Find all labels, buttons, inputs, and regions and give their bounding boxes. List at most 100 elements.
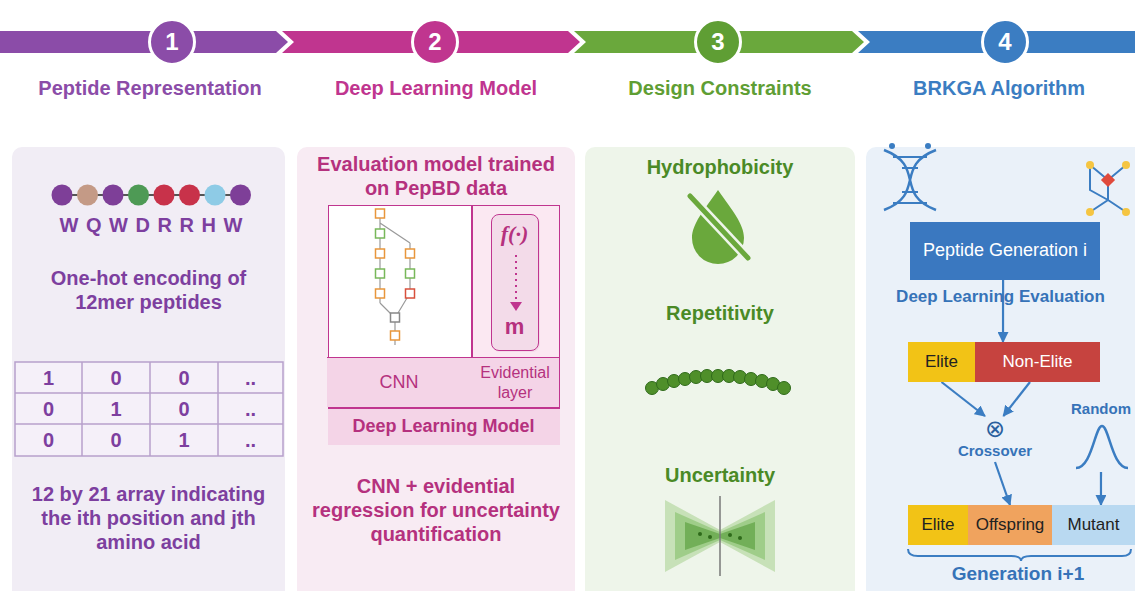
offspring-box: Offspring [968, 505, 1052, 545]
generation-brace [908, 549, 1131, 561]
step-circle: 4BRKGA Algorithm [981, 18, 1029, 66]
node-text: Elite [908, 342, 975, 382]
model-box-fills [328, 205, 472, 358]
node-text: ⊗ [953, 416, 1037, 442]
uncertainty-plot [708, 535, 712, 539]
evidential-mapping-arrow [510, 255, 522, 311]
cnn-network-sketch [391, 313, 400, 322]
node-text: Mutant [1052, 505, 1135, 545]
table-cell: 0 [150, 362, 218, 393]
node-subtext: Repetitivity [590, 298, 850, 328]
node-subtext: Design Constraints [584, 72, 856, 104]
dna-icon [925, 143, 931, 149]
node-text: Deep Learning Model [328, 408, 560, 445]
hydrophobicity-icon [690, 196, 748, 258]
dna-icon [893, 157, 927, 203]
hydrophobicity-icon [690, 196, 748, 258]
node-subtext: Deep Learning Model [298, 72, 574, 104]
table-cell: .. [218, 362, 283, 393]
one-hot-table-grid [15, 362, 283, 456]
node-text: 4 [981, 18, 1029, 66]
hydrophobicity-icon [690, 190, 748, 264]
model-box-fills [472, 205, 560, 358]
node-text: Elite [908, 505, 968, 545]
repetitive-chain [778, 382, 791, 395]
node-subtext: One-hot encoding of 12mer peptides [20, 260, 277, 320]
amino-acid-beads [179, 185, 200, 206]
amino-acid-beads [205, 185, 226, 206]
one-hot-table-grid [217, 362, 219, 456]
cnn-network-sketch [391, 331, 400, 340]
one-hot-table-grid [81, 362, 83, 456]
amino-acid-beads [52, 185, 252, 206]
step-panel: Peptide Generation iEliteNon-EliteRandom… [866, 147, 1135, 591]
flow-arrow [1100, 472, 1102, 505]
node-subtext: Crossover [953, 440, 1037, 462]
dna-icon [889, 143, 895, 149]
node-subtext: CNN + evidential regression for uncertai… [303, 458, 569, 562]
cnn-network-sketch [376, 209, 415, 345]
random-node: Random [1070, 398, 1132, 472]
molecule-icon [1122, 208, 1130, 216]
step-circle: 3Design Constraints [694, 18, 742, 66]
table-cell: 0 [82, 362, 150, 393]
cnn-box: CNN [328, 205, 472, 408]
elite-box: Elite [908, 342, 975, 382]
node-subtext: 12 by 21 array indicating the ith positi… [18, 468, 279, 568]
cnn-network-sketch [406, 249, 415, 258]
node-text: 2 [411, 18, 459, 66]
cnn-network-sketch [376, 289, 385, 298]
amino-acid-beads [103, 185, 124, 206]
mutant-box: Mutant [1052, 505, 1135, 545]
panel-ground [12, 147, 1135, 591]
node-subtext: Generation i+1 [898, 562, 1135, 587]
dna-icon [884, 150, 936, 210]
cnn-network-sketch [376, 269, 385, 278]
node-subtext: m [491, 313, 539, 343]
molecule-icon [1101, 173, 1115, 187]
node-text: Random [1070, 398, 1132, 420]
table-cell: 0 [15, 393, 82, 424]
uncertainty-plot [719, 496, 721, 576]
molecule-icon [1086, 161, 1094, 169]
table-cell: .. [218, 424, 283, 455]
step-panel: HydrophobicityRepetitivityUncertainty [585, 147, 855, 591]
crossover-node: ⊗Crossover [953, 416, 1037, 462]
amino-acid-beads [77, 185, 98, 206]
one-hot-table-grid [15, 362, 283, 456]
process-box: Peptide Generation i [910, 222, 1100, 280]
table-cell: 0 [15, 424, 82, 455]
node-text: Hydrophobicity [590, 152, 850, 182]
table-cell: 1 [150, 424, 218, 455]
node-text: W Q W D R R H W [36, 211, 266, 239]
model-box-fills [328, 205, 560, 445]
node-text: 1 [148, 18, 196, 66]
cnn-network-sketch [406, 289, 415, 298]
model-box: CNNf(·)mEvidential layerDeep Learning Mo… [328, 205, 560, 445]
random-distribution-curve [1076, 426, 1128, 468]
uncertainty-plot [728, 533, 732, 537]
flow-arrow [1003, 382, 1030, 416]
amino-acid-beads [128, 185, 149, 206]
table-cell: 0 [150, 393, 218, 424]
generation-brace [908, 549, 1131, 561]
table-cell: .. [218, 393, 283, 424]
panel-ground [585, 147, 855, 591]
flow-arrow [942, 382, 985, 416]
amino-acid-beads [52, 185, 73, 206]
amino-acid-beads [154, 185, 175, 206]
cnn-network-sketch [376, 229, 385, 238]
evidential-mapping-arrow [515, 255, 517, 302]
evidential-box: f(·)mEvidential layer [472, 205, 560, 408]
molecule-icon [1086, 161, 1130, 216]
function-box: f(·)m [491, 214, 539, 351]
molecule-icon [1086, 208, 1094, 216]
model-box-fills [328, 205, 560, 445]
table-cell: 0 [82, 424, 150, 455]
cnn-network-sketch [376, 249, 385, 258]
progress-banner [0, 31, 288, 53]
step-panel: CNNf(·)mEvidential layerDeep Learning Mo… [297, 147, 575, 591]
node-text: CNN [327, 357, 471, 407]
node-text: Evaluation model trained on PepBD data [303, 150, 569, 202]
node-subtext: BRKGA Algorithm [866, 72, 1132, 104]
